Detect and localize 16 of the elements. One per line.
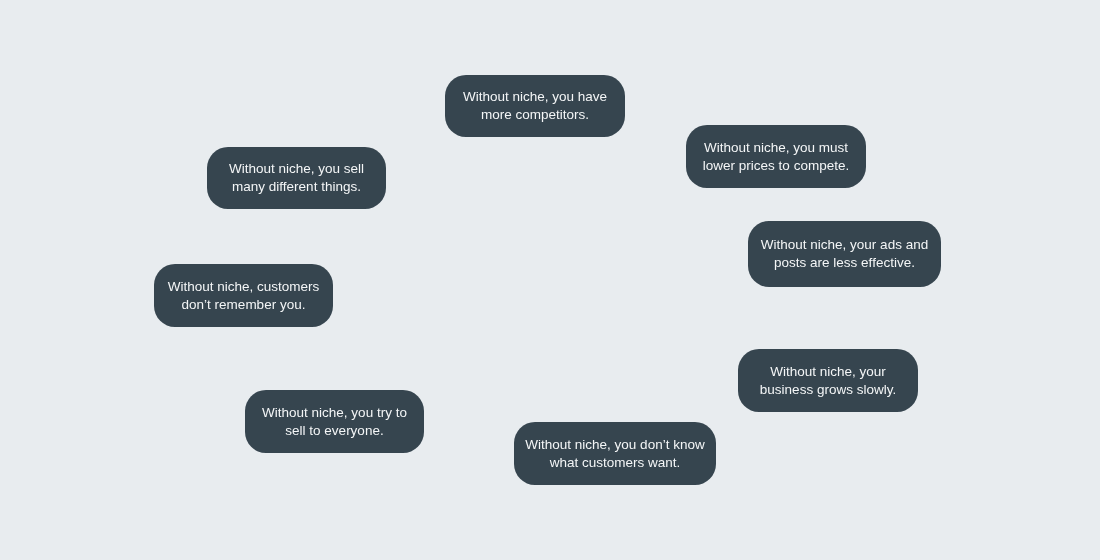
rounded-box xyxy=(514,422,716,485)
rounded-box xyxy=(738,349,918,412)
box-text: Without niche, you must lower prices to compete. xyxy=(701,138,851,175)
box-text: Without niche, your ads and posts are less effective. xyxy=(759,236,930,272)
rounded-box xyxy=(748,221,941,287)
rounded-box xyxy=(445,75,625,137)
box-text: Without niche, you try to sell to everyone. xyxy=(261,403,408,440)
box-text: Without niche, customers don’t remember you. xyxy=(166,277,321,314)
box-text: Without niche, you don’t know what customers want. xyxy=(524,435,706,472)
rounded-box xyxy=(245,390,424,453)
rounded-box xyxy=(686,125,866,188)
box-text: Without niche, your business grows slowly. xyxy=(758,362,898,399)
box-text: Without niche, you sell many different things. xyxy=(227,160,366,196)
rounded-box xyxy=(207,147,386,209)
rounded-box xyxy=(154,264,333,327)
box-text: Without niche, you have more competitors. xyxy=(461,88,609,124)
